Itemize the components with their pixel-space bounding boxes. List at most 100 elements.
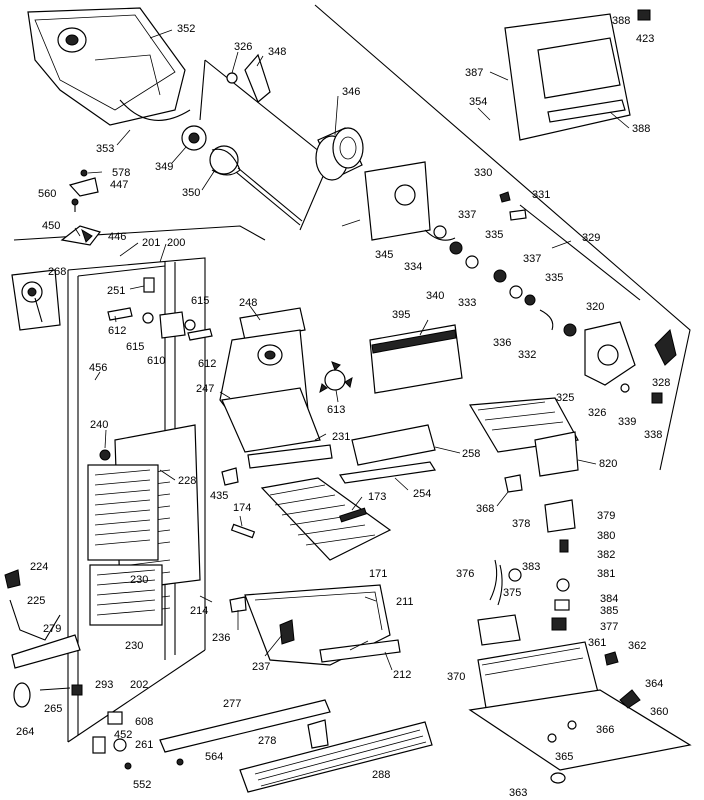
label-452: 452 <box>114 729 132 741</box>
bucket-cover-clip <box>226 53 271 103</box>
label-330: 330 <box>474 167 492 179</box>
label-236: 236 <box>212 632 230 644</box>
label-247: 247 <box>196 383 214 395</box>
label-200: 200 <box>167 237 185 249</box>
fan-blade <box>319 361 353 394</box>
label-360: 360 <box>650 706 668 718</box>
dispenser-housing <box>219 307 333 469</box>
label-278: 278 <box>258 735 276 747</box>
label-564: 564 <box>205 751 223 763</box>
label-212: 212 <box>393 669 411 681</box>
label-381: 381 <box>597 568 615 580</box>
label-325: 325 <box>556 392 574 404</box>
label-388: 388 <box>612 15 630 27</box>
label-224: 224 <box>30 561 48 573</box>
label-361: 361 <box>588 637 606 649</box>
roller-part <box>307 719 329 749</box>
label-608: 608 <box>135 716 153 728</box>
label-268: 268 <box>48 266 66 278</box>
label-201: 201 <box>142 237 160 249</box>
label-293: 293 <box>95 679 113 691</box>
label-435: 435 <box>210 490 228 502</box>
crisper-pan <box>229 584 401 666</box>
label-447: 447 <box>110 179 128 191</box>
label-376: 376 <box>456 568 474 580</box>
dispenser-door <box>504 9 651 141</box>
label-385: 385 <box>600 605 618 617</box>
label-265: 265 <box>44 703 62 715</box>
label-277: 277 <box>223 698 241 710</box>
label-610: 610 <box>147 355 165 367</box>
label-202: 202 <box>130 679 148 691</box>
label-288: 288 <box>372 769 390 781</box>
label-365: 365 <box>555 751 573 763</box>
label-366: 366 <box>596 724 614 736</box>
label-560: 560 <box>38 188 56 200</box>
label-230: 230 <box>125 640 143 652</box>
label-258: 258 <box>462 448 480 460</box>
label-237: 237 <box>252 661 270 673</box>
label-214: 214 <box>190 605 208 617</box>
label-231: 231 <box>332 431 350 443</box>
label-377: 377 <box>600 621 618 633</box>
label-353: 353 <box>96 143 114 155</box>
part-number-labels: 352 326 348 346 353 349 350 578 447 560 … <box>16 15 670 799</box>
label-338: 338 <box>644 429 662 441</box>
leveling-parts <box>13 682 132 770</box>
label-171: 171 <box>369 568 387 580</box>
water-valve-base <box>468 614 692 784</box>
label-350: 350 <box>182 187 200 199</box>
label-456: 456 <box>89 362 107 374</box>
label-395: 395 <box>392 309 410 321</box>
label-333: 333 <box>458 297 476 309</box>
label-225: 225 <box>27 595 45 607</box>
label-370: 370 <box>447 671 465 683</box>
label-336: 336 <box>493 337 511 349</box>
control-parts <box>107 277 213 341</box>
wire-basket <box>260 477 392 561</box>
label-339: 339 <box>618 416 636 428</box>
drain-parts <box>4 569 81 669</box>
label-326: 326 <box>588 407 606 419</box>
auger-bracket <box>364 161 431 241</box>
ice-maker-motor <box>563 321 677 404</box>
label-384: 384 <box>600 593 618 605</box>
basket-clips <box>221 467 256 539</box>
label-248: 248 <box>239 297 257 309</box>
label-334: 334 <box>404 261 422 273</box>
label-820: 820 <box>599 458 617 470</box>
evaporator-coil <box>87 424 201 626</box>
label-346: 346 <box>342 86 360 98</box>
cube-crusher-parts <box>424 191 641 331</box>
label-173: 173 <box>368 491 386 503</box>
ice-bucket <box>27 7 191 126</box>
label-446: 446 <box>108 231 126 243</box>
label-331: 331 <box>532 189 550 201</box>
label-279: 279 <box>43 623 61 635</box>
flapper-assembly <box>11 269 61 331</box>
label-329: 329 <box>582 232 600 244</box>
dispenser-shelf <box>339 424 436 484</box>
label-335: 335 <box>545 272 563 284</box>
label-340: 340 <box>426 290 444 302</box>
wiring-harness <box>489 559 522 606</box>
label-326: 326 <box>234 41 252 53</box>
label-363: 363 <box>509 787 527 799</box>
label-335: 335 <box>485 229 503 241</box>
label-380: 380 <box>597 530 615 542</box>
small-dispenser-parts <box>60 169 102 246</box>
auger-cylinder <box>315 127 364 181</box>
label-320: 320 <box>586 301 604 313</box>
label-211: 211 <box>396 596 414 608</box>
label-362: 362 <box>628 640 646 652</box>
label-364: 364 <box>645 678 663 690</box>
label-261: 261 <box>135 739 153 751</box>
label-228: 228 <box>178 475 196 487</box>
control-panel <box>369 324 463 394</box>
label-251: 251 <box>107 285 125 297</box>
label-612: 612 <box>198 358 216 370</box>
slide-rail <box>159 699 331 766</box>
label-354: 354 <box>469 96 487 108</box>
label-613: 613 <box>327 404 345 416</box>
label-328: 328 <box>652 377 670 389</box>
